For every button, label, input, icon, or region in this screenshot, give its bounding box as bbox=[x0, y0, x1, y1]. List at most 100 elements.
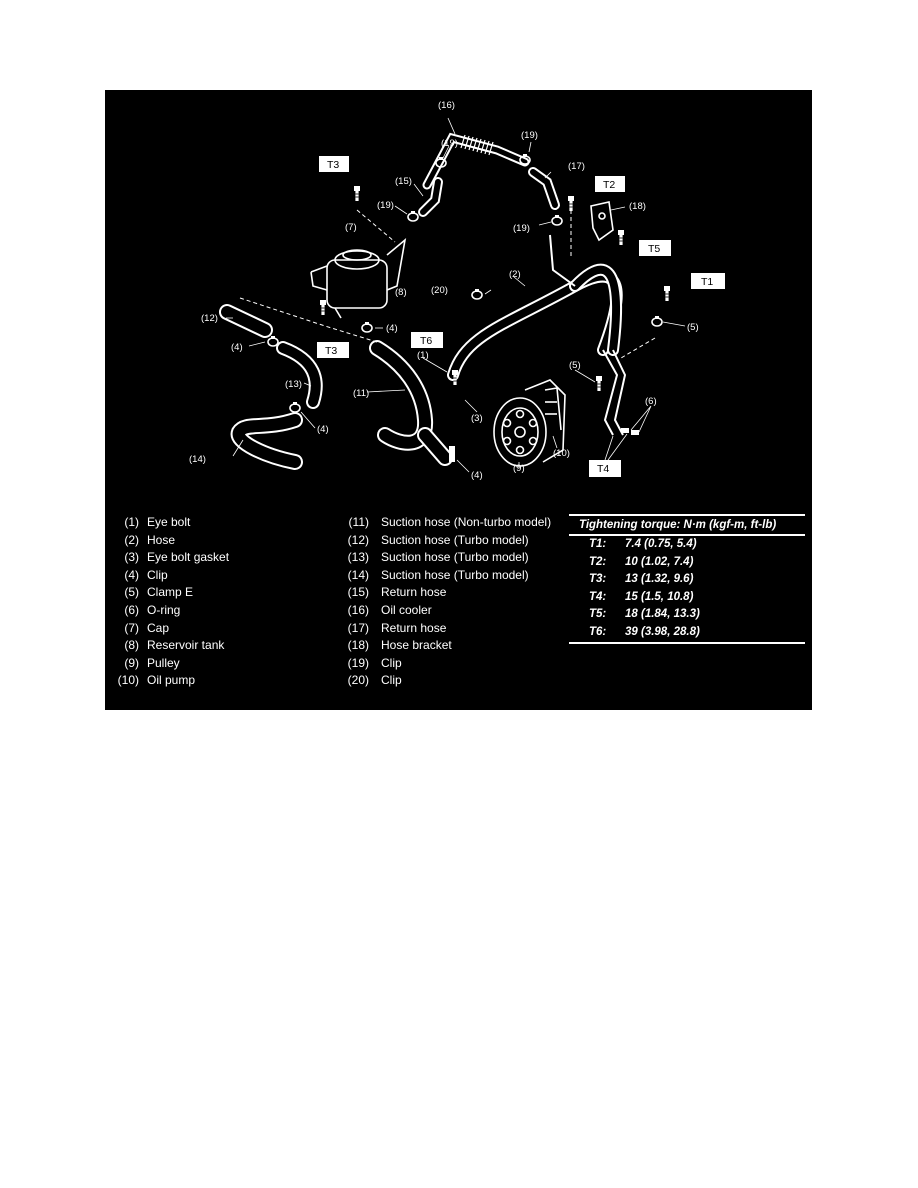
callout-19-b: (19) bbox=[441, 138, 458, 149]
parts-list-item: (16) Oil cooler bbox=[335, 602, 565, 620]
torque-value: 15 (1.5, 10.8) bbox=[625, 590, 694, 603]
part-number: (7) bbox=[124, 620, 139, 635]
part-number: (3) bbox=[124, 550, 139, 565]
part-number: (17) bbox=[347, 620, 369, 635]
callout-20: (20) bbox=[431, 285, 448, 296]
part-name: Clip bbox=[381, 673, 402, 688]
torque-row: T6:39 (3.98, 28.8) bbox=[569, 624, 805, 642]
part-number: (13) bbox=[347, 550, 369, 565]
callout-17: (17) bbox=[568, 161, 585, 172]
torque-header-rule bbox=[569, 534, 805, 536]
diagram-panel: (16) (19) (19) (17) (15) (19) (19) (18) … bbox=[105, 90, 812, 710]
part-number: (6) bbox=[124, 602, 139, 617]
torque-value: 13 (1.32, 9.6) bbox=[625, 573, 694, 586]
callout-19-a: (19) bbox=[521, 130, 538, 141]
suction-hose-11 bbox=[369, 340, 453, 466]
parts-list-item: (8)Reservoir tank bbox=[105, 637, 335, 655]
svg-text:T4: T4 bbox=[597, 463, 609, 475]
part-name: Clamp E bbox=[147, 585, 194, 600]
svg-text:T3: T3 bbox=[327, 159, 339, 171]
parts-list-item: (3)Eye bolt gasket bbox=[105, 549, 335, 567]
parts-list-right: (11)Suction hose (Non-turbo model)(12)Su… bbox=[335, 514, 565, 690]
part-name: Oil pump bbox=[147, 673, 196, 688]
part-name: Return hose bbox=[381, 620, 447, 635]
torque-row: T1: 7.4 (0.75, 5.4) bbox=[569, 536, 805, 554]
return-hose-17 bbox=[528, 167, 560, 210]
torque-top-rule bbox=[569, 514, 805, 516]
torque-value: 10 (1.02, 7.4) bbox=[625, 555, 694, 568]
torque-key: T6: bbox=[589, 625, 607, 638]
parts-list-item: (2) Hose bbox=[105, 532, 335, 550]
callout-15: (15) bbox=[395, 176, 412, 187]
tightening-torque-table: Tightening torque: N·m (kgf-m, ft-lb) T1… bbox=[569, 514, 805, 644]
oil-cooler-part bbox=[422, 132, 530, 190]
return-hose-15 bbox=[418, 177, 443, 217]
part-name: Hose bbox=[147, 532, 176, 547]
callout-4-d: (4) bbox=[471, 470, 483, 481]
hose-bracket-part bbox=[590, 201, 614, 242]
part-name: Suction hose (Turbo model) bbox=[381, 532, 529, 547]
suction-hose-13 bbox=[276, 341, 323, 409]
callout-19-d: (19) bbox=[513, 223, 530, 234]
torque-key: T4: bbox=[589, 590, 607, 603]
torque-key: T5: bbox=[589, 608, 607, 621]
suction-hose-12 bbox=[219, 304, 273, 338]
callout-18: (18) bbox=[629, 201, 646, 212]
parts-list-item: (10) Oil pump bbox=[105, 672, 335, 690]
callout-labels: (16) (19) (19) (17) (15) (19) (19) (18) … bbox=[189, 100, 699, 481]
callout-5-a: (5) bbox=[687, 322, 699, 333]
torque-row: T5:18 (1.84, 13.3) bbox=[569, 606, 805, 624]
reservoir-tank-part bbox=[310, 237, 407, 319]
parts-list-item: (15) Return hose bbox=[335, 584, 565, 602]
part-number: (2) bbox=[124, 532, 139, 547]
part-number: (19) bbox=[347, 655, 369, 670]
part-number: (15) bbox=[347, 585, 369, 600]
part-number: (10) bbox=[117, 673, 139, 688]
parts-list-item: (7)Cap bbox=[105, 620, 335, 638]
part-name: Return hose bbox=[381, 585, 447, 600]
torque-key: T3: bbox=[589, 573, 607, 586]
part-name: Oil cooler bbox=[381, 602, 432, 617]
part-name: Pulley bbox=[147, 655, 180, 670]
svg-text:T2: T2 bbox=[603, 179, 615, 191]
parts-list-item: (17) Return hose bbox=[335, 620, 565, 638]
parts-list-item: (1)Eye bolt bbox=[105, 514, 335, 532]
callout-8: (8) bbox=[395, 287, 407, 298]
svg-text:T5: T5 bbox=[648, 243, 660, 255]
torque-row: T2: 10 (1.02, 7.4) bbox=[569, 554, 805, 572]
callout-10: (10) bbox=[553, 448, 570, 459]
part-number: (16) bbox=[347, 602, 369, 617]
torque-key: T1: bbox=[589, 538, 607, 550]
part-number: (14) bbox=[347, 567, 369, 582]
part-number: (18) bbox=[347, 638, 369, 653]
callout-leaders bbox=[226, 117, 686, 473]
callout-16: (16) bbox=[438, 100, 455, 111]
part-number: (9) bbox=[124, 655, 139, 670]
part-name: Clip bbox=[381, 655, 402, 670]
part-number: (1) bbox=[124, 515, 139, 529]
parts-list-item: (19) Clip bbox=[335, 655, 565, 673]
callout-4-c: (4) bbox=[317, 424, 329, 435]
assembly-leader-lines bbox=[239, 209, 656, 359]
svg-text:T6: T6 bbox=[420, 335, 432, 347]
part-name: Suction hose (Turbo model) bbox=[381, 567, 529, 582]
callout-19-c: (19) bbox=[377, 200, 394, 211]
torque-box-t5: T5 bbox=[639, 240, 671, 256]
part-number: (4) bbox=[124, 567, 139, 582]
torque-key: T2: bbox=[589, 555, 607, 568]
callout-9: (9) bbox=[513, 463, 525, 474]
parts-list-item: (18)Hose bracket bbox=[335, 637, 565, 655]
torque-value: 7.4 (0.75, 5.4) bbox=[625, 538, 697, 550]
power-steering-hose-diagram: (16) (19) (19) (17) (15) (19) (19) (18) … bbox=[189, 100, 725, 481]
torque-row: T4: 15 (1.5, 10.8) bbox=[569, 589, 805, 607]
part-name: Suction hose (Turbo model) bbox=[381, 550, 529, 565]
parts-list-item: (20)Clip bbox=[335, 672, 565, 690]
oil-pump-part bbox=[493, 379, 566, 467]
parts-legend: (1)Eye bolt(2) Hose (3)Eye bolt gasket(4) C… bbox=[105, 514, 812, 704]
part-name: O-ring bbox=[147, 602, 181, 617]
suction-hose-14 bbox=[230, 412, 303, 470]
callout-4-a: (4) bbox=[231, 342, 243, 353]
callout-2: (2) bbox=[509, 269, 521, 280]
callout-13: (13) bbox=[285, 379, 302, 390]
parts-list-item: (14) Suction hose (Turbo model) bbox=[335, 567, 565, 585]
